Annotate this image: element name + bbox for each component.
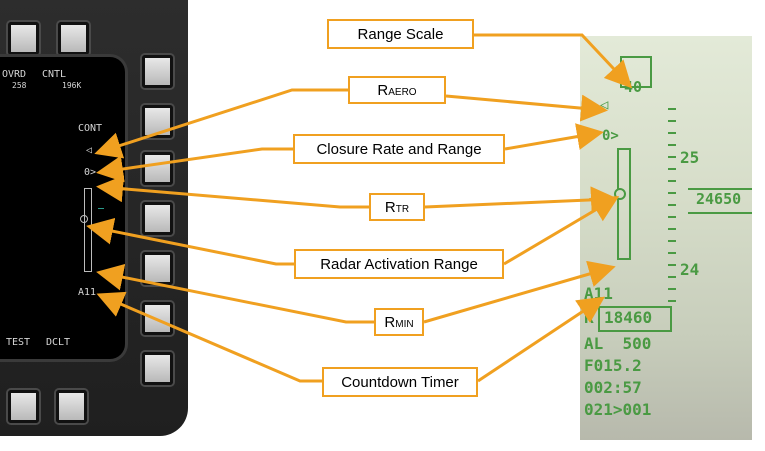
callout-range-scale: Range Scale: [327, 19, 474, 49]
arrow-raero-mfd: [94, 88, 348, 159]
osb-right-4[interactable]: [142, 202, 173, 235]
mfd-horizon-tick: [98, 208, 104, 209]
callout-rmin-text: RMIN: [384, 314, 413, 331]
hud-tick-label-lower: 24: [680, 260, 700, 279]
callout-range-scale-text: Range Scale: [357, 25, 444, 43]
hud-closure-symbol: 0>: [602, 128, 619, 144]
callout-raero: RAERO: [348, 76, 446, 104]
callout-rmin-main: R: [384, 313, 396, 331]
osb-top-1[interactable]: [8, 22, 39, 55]
hud-range-value: 18460: [604, 308, 653, 327]
osb-top-2[interactable]: [58, 22, 89, 55]
arrow-rmin-hud: [423, 260, 616, 324]
mfd-countdown-timer: A11: [78, 287, 97, 298]
callout-closure-text: Closure Rate and Range: [316, 140, 482, 158]
mfd-value-cntl: 196K: [62, 81, 82, 90]
callout-rtr: RTR: [369, 193, 425, 221]
callout-rtr-main: R: [384, 198, 396, 216]
hud-panel: 40 ◁ 0> 25 24 24650 A11 R 18460 AL 500 F…: [580, 36, 752, 440]
osb-bottom-1[interactable]: [8, 390, 39, 423]
callout-countdown-text: Countdown Timer: [341, 373, 459, 391]
hud-altitude-tape: [668, 108, 676, 308]
mfd-raero-symbol: ◁: [86, 145, 93, 156]
mfd-label-ovrd[interactable]: OVRD: [2, 69, 27, 80]
hud-line-4: 021>001: [584, 400, 652, 419]
arrow-raero-hud: [445, 94, 608, 122]
mfd-label-test[interactable]: TEST: [6, 337, 31, 348]
callout-radar-activation: Radar Activation Range: [294, 249, 504, 279]
mfd-value-ovrd: 258: [12, 81, 27, 90]
arrow-countdown-mfd: [96, 291, 322, 383]
hud-altitude-box: [688, 188, 752, 214]
arrow-range-scale: [474, 33, 633, 89]
arrow-closure-hud: [504, 123, 604, 151]
mfd-label-dclt[interactable]: DCLT: [46, 337, 71, 348]
hud-line-3: 002:57: [584, 378, 642, 397]
mfd-closure-symbol: 0>: [84, 167, 97, 178]
arrow-rmin-mfd: [96, 263, 374, 324]
arrow-countdown-hud: [477, 296, 605, 383]
callout-rmin-sub: MIN: [395, 318, 414, 330]
arrow-closure-mfd: [96, 147, 293, 183]
callout-raero-sub: AERO: [388, 86, 417, 98]
hud-tick-label-upper: 25: [680, 148, 700, 167]
osb-right-7[interactable]: [142, 352, 173, 385]
osb-right-3[interactable]: [142, 152, 173, 185]
arrow-radar-activation-mfd: [86, 217, 294, 266]
callout-closure: Closure Rate and Range: [293, 134, 505, 164]
arrow-radar-activation-hud: [503, 195, 620, 266]
hud-line-2: F015.2: [584, 356, 642, 375]
hud-altitude: 24650: [696, 190, 742, 208]
arrow-rtr-hud: [424, 186, 618, 214]
hud-line-1: AL 500: [584, 334, 652, 353]
callout-rtr-text: RTR: [385, 199, 409, 216]
callout-raero-text: RAERO: [377, 82, 416, 99]
callout-countdown: Countdown Timer: [322, 367, 478, 397]
osb-bottom-2[interactable]: [56, 390, 87, 423]
callout-rtr-sub: TR: [395, 203, 410, 215]
mfd-label-cont[interactable]: CONT: [78, 123, 103, 134]
callout-rmin: RMIN: [374, 308, 424, 336]
osb-right-1[interactable]: [142, 55, 173, 88]
callout-radar-activation-text: Radar Activation Range: [320, 255, 478, 273]
mfd-label-cntl[interactable]: CNTL: [42, 69, 67, 80]
arrow-rtr-mfd: [96, 175, 369, 209]
callout-raero-main: R: [377, 81, 389, 99]
